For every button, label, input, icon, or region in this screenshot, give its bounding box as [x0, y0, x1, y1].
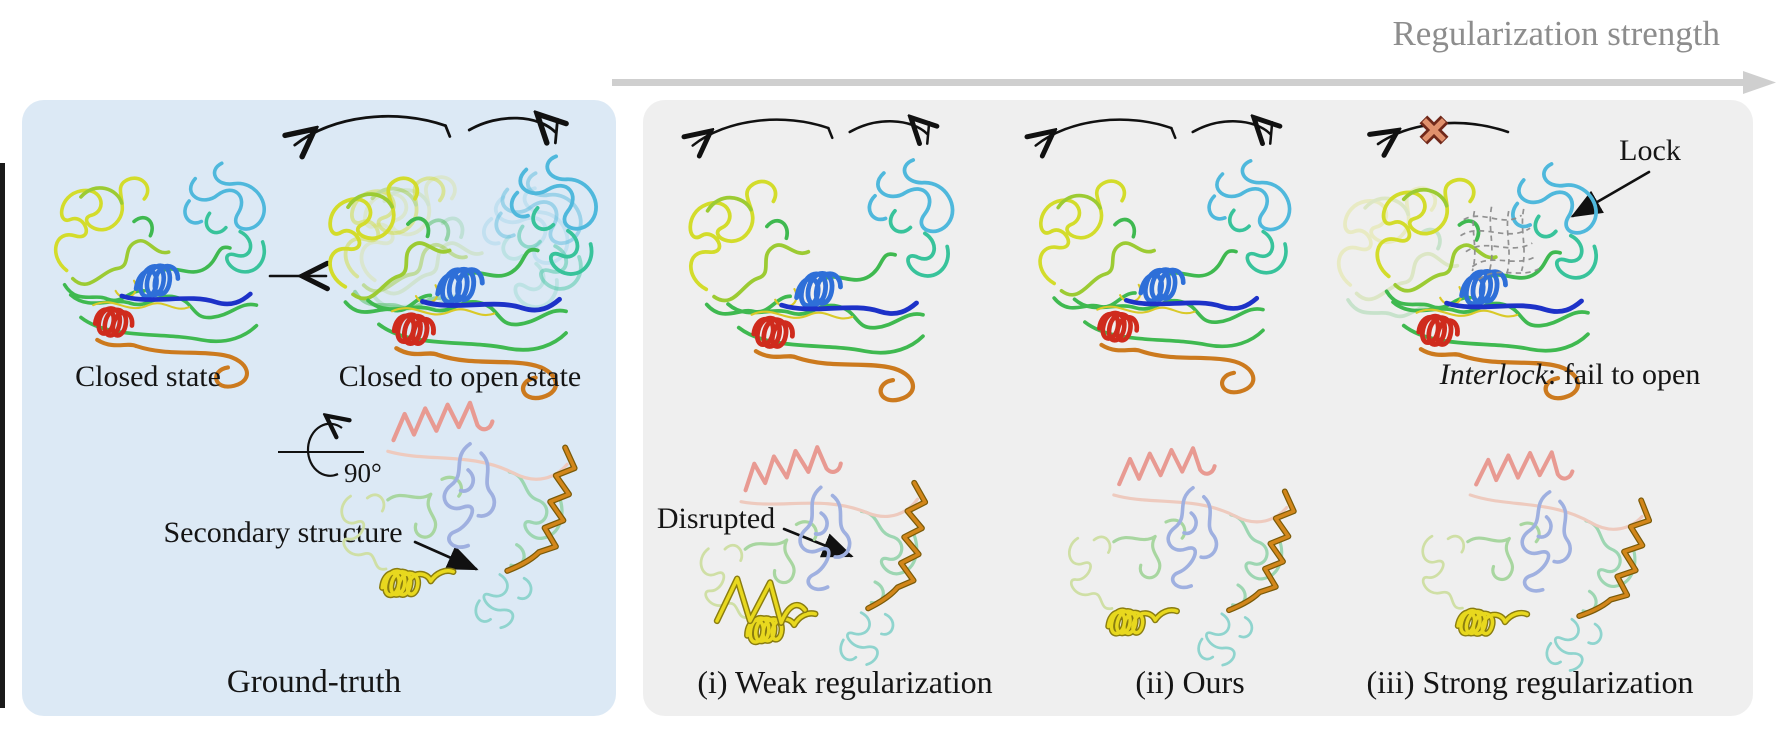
ground-truth-panel: Closed state Closed to open state 90° Se… — [22, 100, 616, 716]
ours-bottom-structure — [1058, 432, 1328, 675]
secondary-structure-arrow — [413, 540, 479, 571]
weak-bottom-structure — [695, 430, 970, 678]
lock-mesh — [1459, 205, 1540, 281]
lock-arrow — [1570, 170, 1651, 218]
closed-state-label: Closed state — [75, 360, 221, 393]
closed-to-open-label: Closed to open state — [338, 360, 582, 393]
ours-caption: (ii) Ours — [1135, 664, 1245, 700]
results-panel: Disrupted (i) Weak regularization (ii) O… — [643, 100, 1753, 716]
closed-state-structure — [53, 161, 267, 395]
weak-caption: (i) Weak regularization — [697, 664, 993, 700]
ours-motion-arrows — [1026, 108, 1278, 156]
interlock-rest: : fail to open — [1547, 358, 1701, 391]
strength-arrow-icon — [612, 71, 1776, 94]
strong-bottom-structure — [1411, 436, 1681, 679]
blocked-motion-arrow — [1370, 115, 1510, 162]
strong-caption: (iii) Strong regularization — [1366, 664, 1694, 700]
transition-arrow — [268, 268, 338, 284]
cross-icon — [1419, 115, 1449, 145]
disrupted-label: Disrupted — [656, 502, 776, 535]
disrupted-arrow — [782, 527, 854, 558]
lock-label: Lock — [1619, 134, 1681, 167]
rotation-90-icon: 90° — [278, 412, 382, 488]
regularization-strength-label: Regularization strength — [1392, 14, 1720, 53]
svg-text:90°: 90° — [344, 458, 382, 488]
interlock-label: Interlock: fail to open — [1440, 358, 1701, 392]
ground-truth-caption: Ground-truth — [226, 664, 402, 700]
weak-top-structure — [676, 154, 960, 409]
ours-top-structure — [1028, 155, 1296, 401]
interlock-word: Interlock — [1439, 358, 1548, 391]
weak-motion-arrows — [683, 108, 935, 156]
ground-truth-pastel-structure — [330, 386, 610, 638]
left-edge-bar — [0, 163, 5, 708]
